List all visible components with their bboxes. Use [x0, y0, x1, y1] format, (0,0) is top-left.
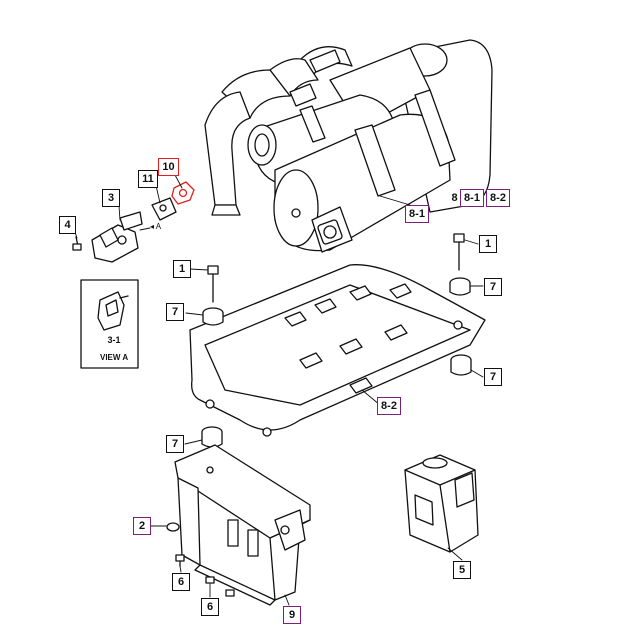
view-a-label: VIEW A — [100, 353, 129, 362]
callout-8-1-muffler[interactable]: 8-1 — [405, 205, 429, 223]
rubber-mount-bracket — [201, 426, 223, 448]
flange-part-10 — [171, 181, 195, 205]
callout-2[interactable]: 2 — [133, 517, 151, 535]
callout-6-b[interactable]: 6 — [201, 598, 219, 616]
bolt-left — [207, 265, 219, 303]
sensor-bracket-assembly — [72, 197, 177, 263]
view-a-frame — [80, 279, 139, 369]
callout-4[interactable]: 4 — [59, 216, 76, 234]
bolt-6-b — [205, 576, 235, 597]
mounting-bracket — [174, 444, 311, 606]
nut-2 — [166, 522, 180, 532]
callout-9[interactable]: 9 — [283, 606, 301, 624]
callout-7-right-top[interactable]: 7 — [484, 278, 502, 296]
view-a-sensor — [97, 291, 129, 331]
callout-8-2-shield[interactable]: 8-2 — [377, 397, 401, 415]
callout-7-bracket[interactable]: 7 — [166, 435, 184, 453]
callout-8-2-top[interactable]: 8-2 — [486, 189, 510, 207]
callout-7-left[interactable]: 7 — [166, 303, 184, 321]
rubber-mount-left — [202, 307, 224, 326]
callout-3-1-view-a[interactable]: 3-1 — [104, 333, 124, 346]
callout-1-bolt-right[interactable]: 1 — [479, 235, 497, 253]
bolt-6-a — [175, 554, 185, 567]
callout-3[interactable]: 3 — [102, 189, 120, 207]
leader-lines — [74, 174, 484, 606]
rubber-mount-right-bottom — [450, 354, 472, 376]
callout-6-a[interactable]: 6 — [172, 573, 190, 591]
bolt-right — [453, 233, 465, 271]
callout-1-bolt-left[interactable]: 1 — [173, 260, 191, 278]
rubber-mount-right-top — [449, 277, 471, 296]
callout-11[interactable]: 11 — [138, 170, 158, 188]
callout-5[interactable]: 5 — [453, 561, 471, 579]
callout-8-1-top[interactable]: 8-1 — [460, 189, 484, 207]
heat-shield — [189, 264, 486, 437]
pointer-arrow-icon: ◂ — [150, 222, 155, 231]
sensor-module — [404, 454, 479, 553]
callout-8[interactable]: 8 — [451, 192, 458, 204]
callout-10[interactable]: 10 — [158, 158, 179, 176]
view-a-pointer-label: ◂ A — [150, 222, 161, 231]
exhaust-assembly — [204, 39, 493, 253]
callout-7-right-bottom[interactable]: 7 — [484, 368, 502, 386]
pointer-letter: A — [155, 222, 162, 231]
